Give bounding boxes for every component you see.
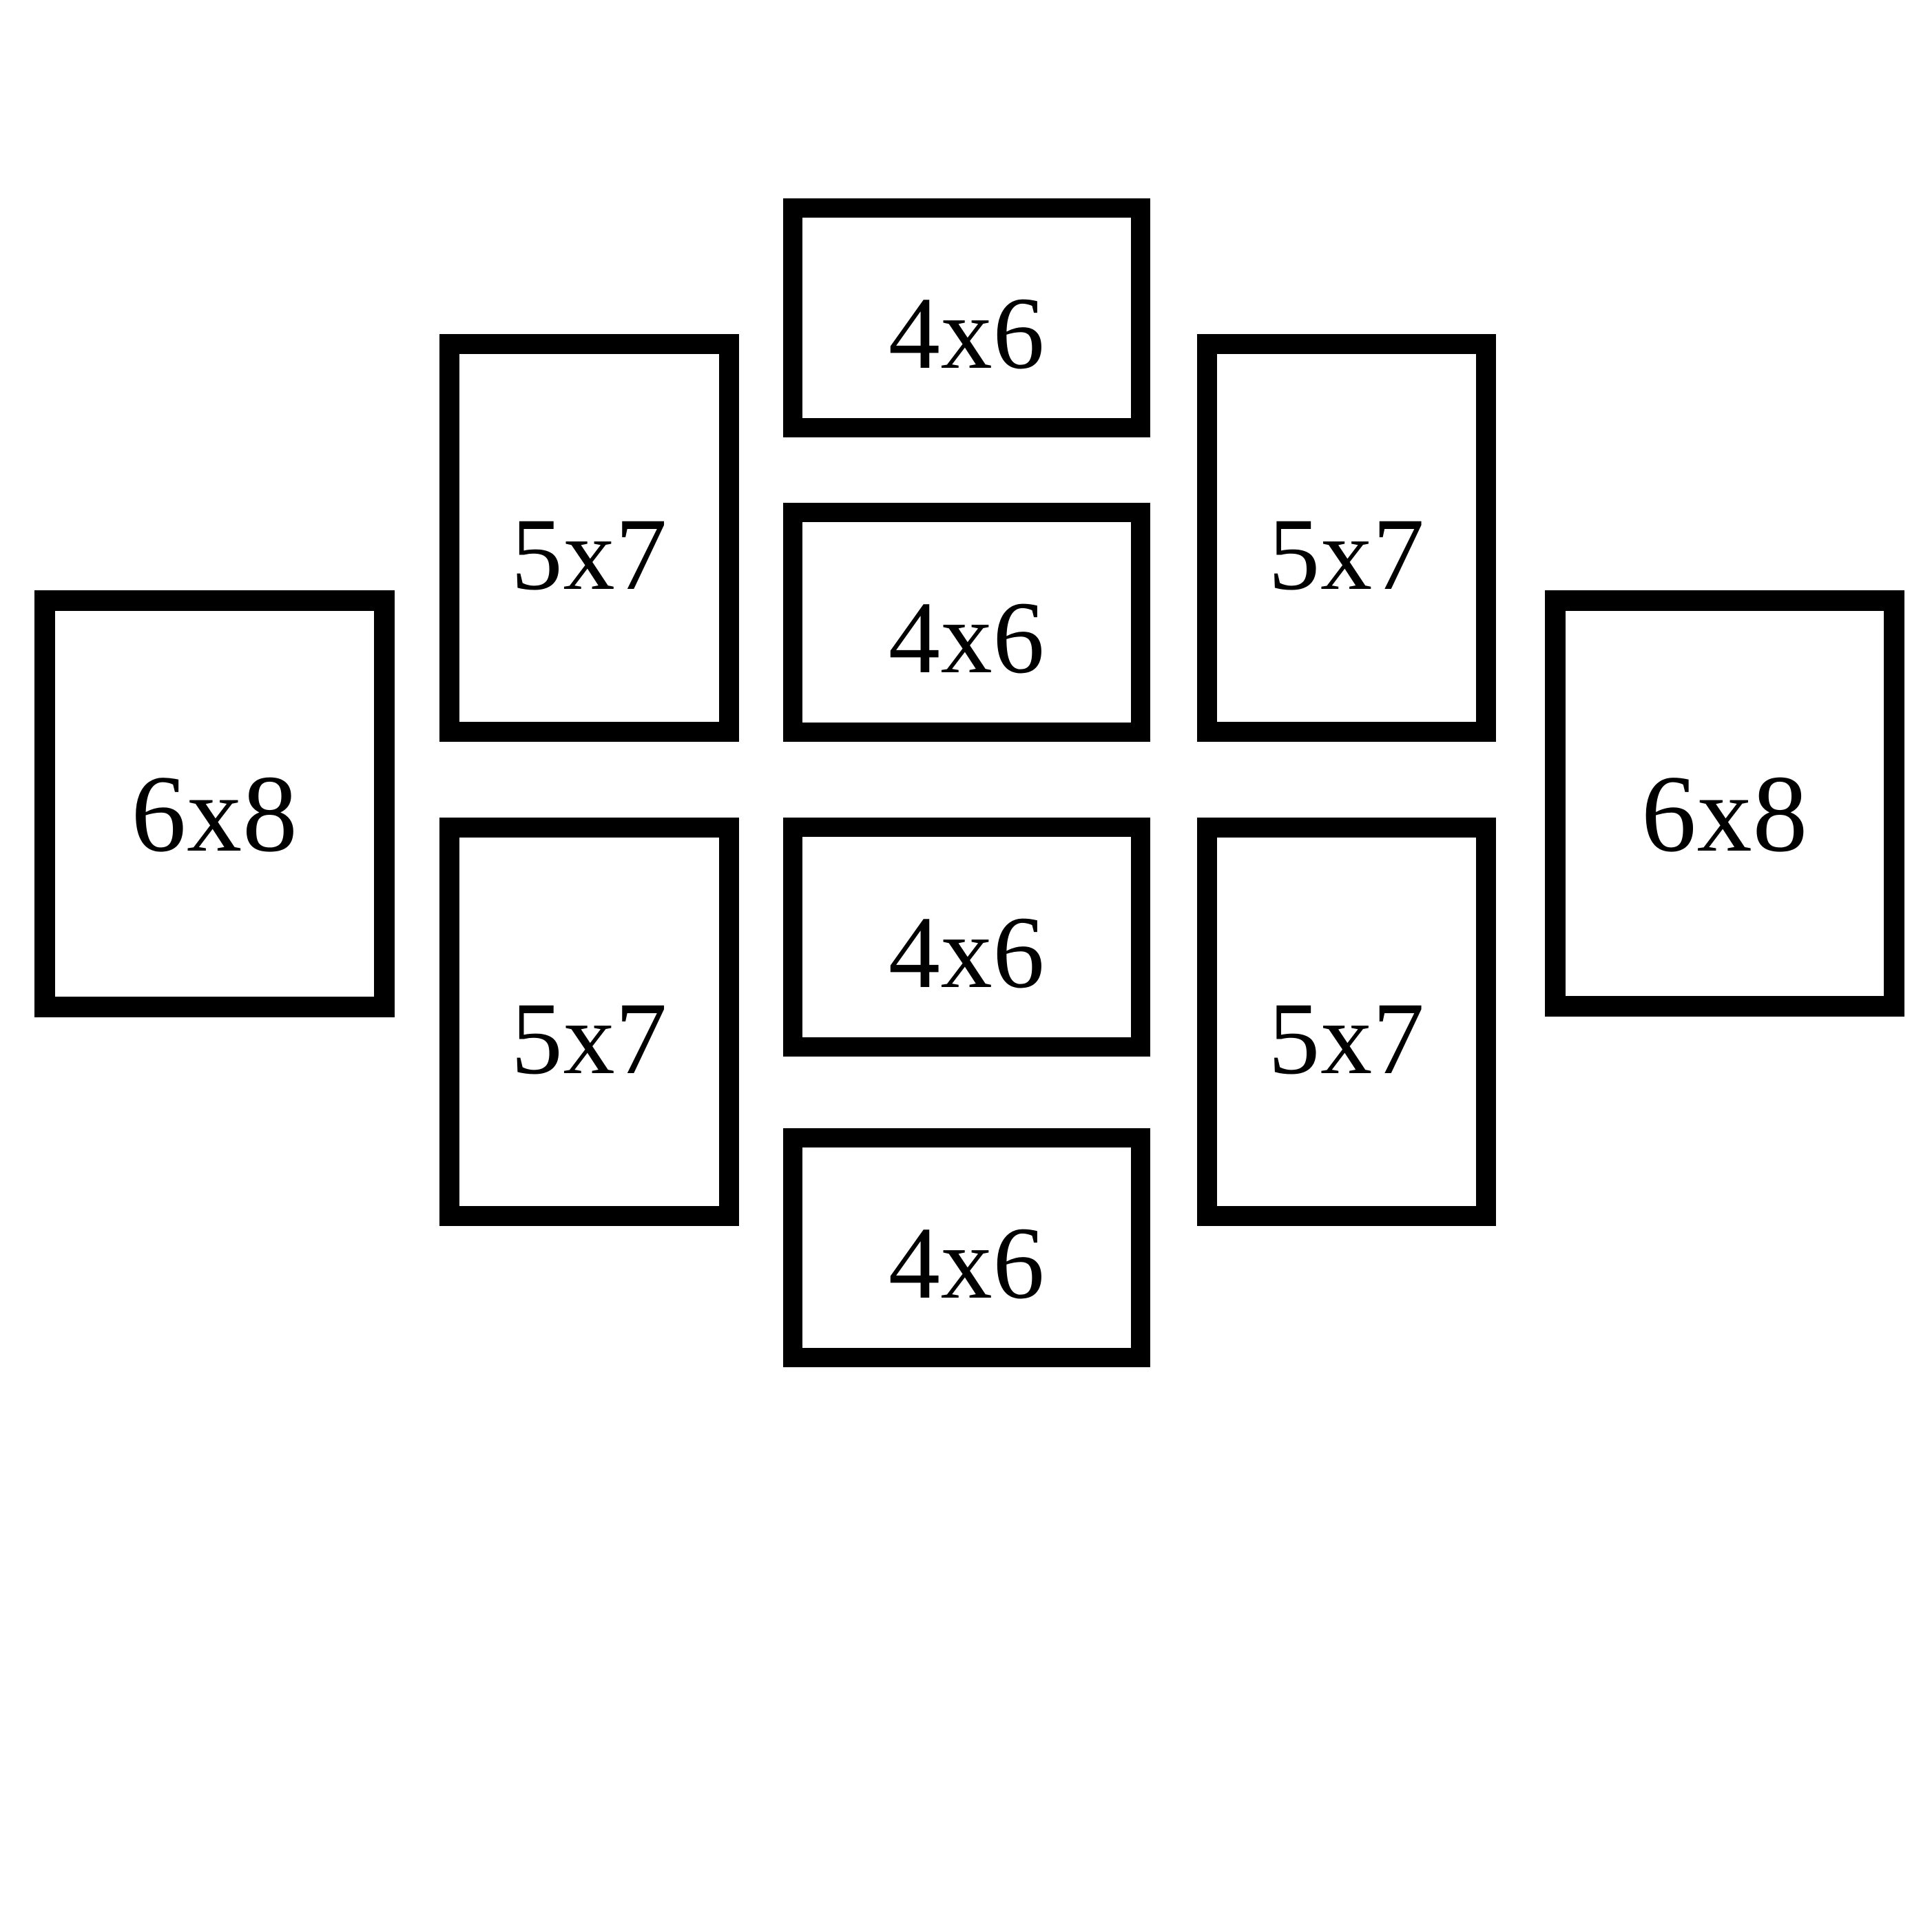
frame-size-label: 5x7 xyxy=(1268,981,1425,1096)
frame-size-label: 5x7 xyxy=(1268,497,1425,612)
frame-size-label: 5x7 xyxy=(510,497,668,612)
frame-4x6-row1[interactable]: 4x6 xyxy=(783,198,1150,437)
frame-4x6-row3[interactable]: 4x6 xyxy=(783,818,1150,1057)
frame-size-label: 4x6 xyxy=(888,276,1046,391)
frame-size-label: 6x8 xyxy=(131,752,298,875)
frame-6x8-left[interactable]: 6x8 xyxy=(34,590,395,1017)
frame-6x8-right[interactable]: 6x8 xyxy=(1545,590,1904,1017)
frame-size-label: 4x6 xyxy=(888,580,1046,695)
frame-5x7-lower-right[interactable]: 5x7 xyxy=(1197,818,1496,1226)
frame-5x7-upper-right[interactable]: 5x7 xyxy=(1197,334,1496,742)
frame-size-label: 4x6 xyxy=(888,1205,1046,1320)
frame-size-label: 5x7 xyxy=(510,981,668,1096)
frame-size-label: 6x8 xyxy=(1641,751,1809,875)
frame-5x7-lower-left[interactable]: 5x7 xyxy=(439,818,739,1226)
frame-size-label: 4x6 xyxy=(888,895,1046,1010)
frame-4x6-row4[interactable]: 4x6 xyxy=(783,1128,1150,1367)
frame-4x6-row2[interactable]: 4x6 xyxy=(783,503,1150,742)
frame-5x7-upper-left[interactable]: 5x7 xyxy=(439,334,739,742)
